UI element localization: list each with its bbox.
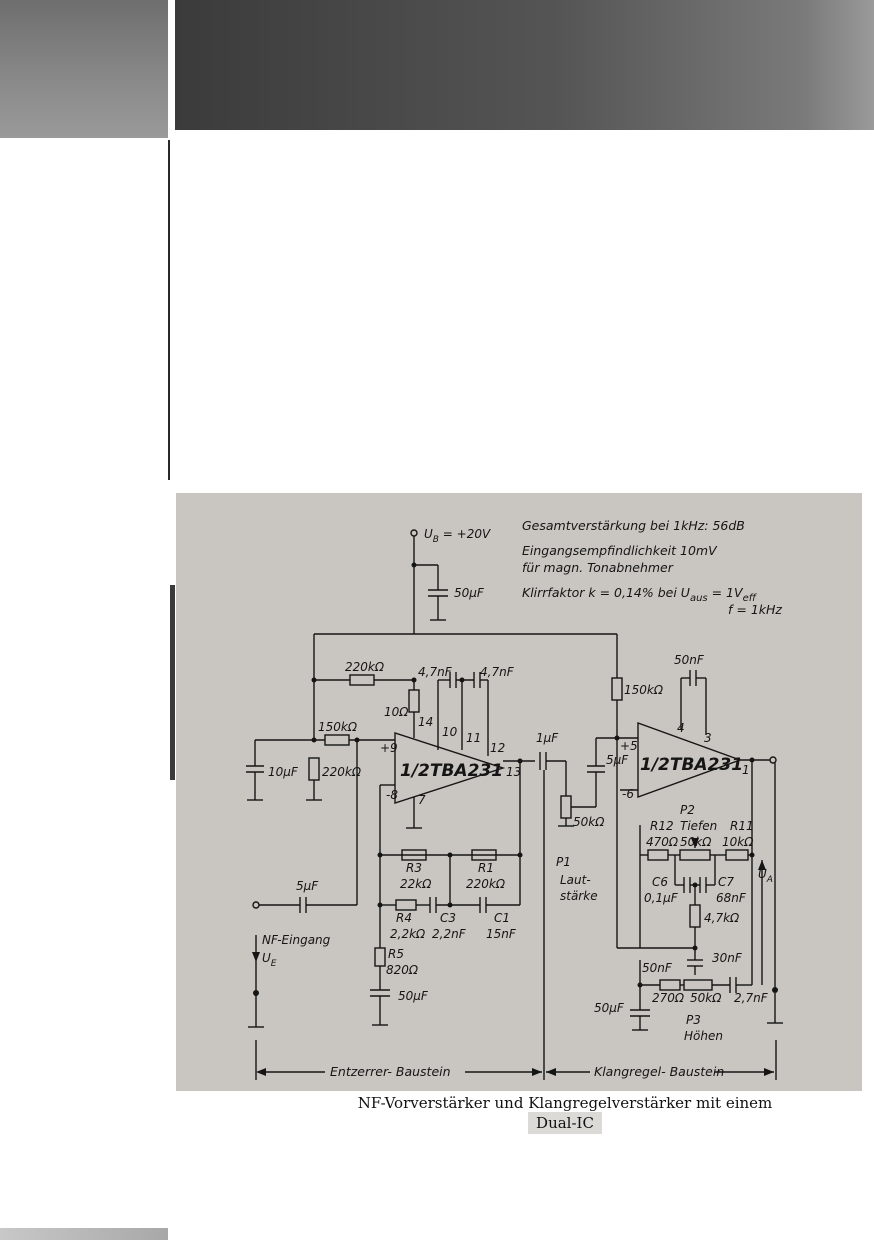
spec-distortion-sub: aus (690, 593, 708, 604)
schematic-photo (176, 493, 862, 1091)
ic1-label: 1/2TBA231 (400, 761, 503, 781)
label-pin5: +5 (620, 739, 638, 753)
label-r-220k-left: 220kΩ (322, 765, 362, 779)
label-c6-value: 0,1µF (644, 891, 679, 905)
label-r11-value: 10kΩ (722, 835, 754, 849)
spec-frequency: f = 1kHz (728, 602, 782, 617)
label-c6: C6 (652, 875, 668, 889)
label-c-1u: 1µF (536, 731, 559, 745)
label-pin4: 4 (677, 721, 685, 735)
label-r1: R1 (478, 861, 494, 875)
label-p1-text2: stärke (560, 889, 598, 903)
label-ue-sub: E (271, 959, 277, 969)
label-r-270: 270Ω (652, 991, 685, 1005)
label-c1: C1 (494, 911, 510, 925)
label-pin14: 14 (418, 715, 433, 729)
label-r5: R5 (388, 947, 404, 961)
label-c-30n: 30nF (712, 951, 743, 965)
ic2-label: 1/2TBA231 (640, 755, 743, 775)
supply-value: = +20V (439, 527, 491, 541)
label-p2-text: Tiefen (680, 819, 717, 833)
label-c3: C3 (440, 911, 456, 925)
label-r-150k-right: 150kΩ (624, 683, 664, 697)
figure-caption-line1: NF-Vorverstärker und Klangregelverstärke… (357, 1094, 773, 1112)
label-ue-u: U (262, 951, 271, 965)
label-r4: R4 (396, 911, 412, 925)
label-c-5u-right: 5µF (606, 753, 629, 767)
label-c7-value: 68nF (716, 891, 747, 905)
supply-label: UB = +20V (424, 527, 491, 545)
label-c-50n-top: 50nF (674, 653, 705, 667)
label-p2-value: 50kΩ (680, 835, 712, 849)
label-c-50u-bottom: 50µF (398, 989, 429, 1003)
spec-gain: Gesamtverstärkung bei 1kHz: 56dB (522, 518, 745, 533)
bottom-scan-edge (0, 1228, 168, 1240)
label-pin8: -8 (386, 788, 398, 802)
page-margin-shadow (170, 585, 175, 780)
label-r3-value: 22kΩ (400, 877, 432, 891)
label-r3: R3 (406, 861, 422, 875)
label-r4-value: 2,2kΩ (390, 927, 426, 941)
spec-pickup: für magn. Tonabnehmer (522, 560, 674, 575)
label-pin7: 7 (418, 793, 426, 807)
supply-u: U (424, 527, 433, 541)
label-c-10u: 10µF (268, 765, 299, 779)
label-r11: R11 (730, 819, 754, 833)
label-p1: P1 (556, 855, 571, 869)
spec-distortion-main: Klirrfaktor k = 0,14% bei U (522, 585, 690, 600)
spec-distortion-sub2: eff (743, 593, 758, 604)
label-c-50n-b: 50nF (642, 961, 673, 975)
label-block-entzerrer: Entzerrer- Baustein (330, 1064, 451, 1079)
label-r12-value: 470Ω (646, 835, 679, 849)
label-pin6: -6 (622, 787, 634, 801)
label-pin13: 13 (506, 765, 521, 779)
label-ua: UA (758, 867, 773, 885)
label-pin9: +9 (380, 741, 398, 755)
label-c7: C7 (718, 875, 734, 889)
label-p2: P2 (680, 803, 695, 817)
label-p3: P3 (686, 1013, 701, 1027)
label-r-10: 10Ω (384, 705, 409, 719)
spec-distortion-value: = 1V (708, 585, 744, 600)
label-c-2n7: 2,7nF (734, 991, 769, 1005)
label-r-4k7: 4,7kΩ (704, 911, 740, 925)
spec-distortion: Klirrfaktor k = 0,14% bei Uaus = 1Veff (522, 585, 758, 604)
label-nf-in: NF-Eingang (262, 933, 331, 947)
supply-sub: B (433, 535, 439, 545)
label-pin11: 11 (466, 731, 481, 745)
label-c1-value: 15nF (486, 927, 517, 941)
label-r1-value: 220kΩ (466, 877, 506, 891)
label-p1-text1: Laut- (560, 873, 591, 887)
label-pin1: 1 (742, 763, 750, 777)
label-ue: UE (262, 951, 277, 969)
label-c-supply: 50µF (454, 586, 485, 600)
label-p3-value: 50kΩ (690, 991, 722, 1005)
label-c-50u-r: 50µF (594, 1001, 625, 1015)
figure-caption-line2: Dual-IC (300, 1112, 830, 1134)
label-p3-text: Höhen (684, 1029, 723, 1043)
label-ua-u: U (758, 867, 767, 881)
label-pot-50k: 50kΩ (573, 815, 605, 829)
header-band (175, 0, 874, 130)
label-r-150k-left: 150kΩ (318, 720, 358, 734)
label-c-5u-in: 5µF (296, 879, 319, 893)
spec-sensitivity: Eingangsempfindlichkeit 10mV (522, 543, 718, 558)
label-pin12: 12 (490, 741, 505, 755)
label-pin10: 10 (442, 725, 458, 739)
label-c-4n7b: 4,7nF (480, 665, 515, 679)
page-margin-line (168, 140, 170, 480)
label-block-klangregel: Klangregel- Baustein (594, 1064, 724, 1079)
label-c3-value: 2,2nF (432, 927, 467, 941)
label-r-220k-top: 220kΩ (345, 660, 385, 674)
gray-corner-block (0, 0, 168, 138)
figure-caption-line2-text: Dual-IC (528, 1112, 602, 1134)
label-r5-value: 820Ω (386, 963, 419, 977)
label-pin3: 3 (704, 731, 712, 745)
label-r12: R12 (650, 819, 674, 833)
label-c-4n7a: 4,7nF (418, 665, 453, 679)
label-ua-sub: A (766, 875, 773, 885)
